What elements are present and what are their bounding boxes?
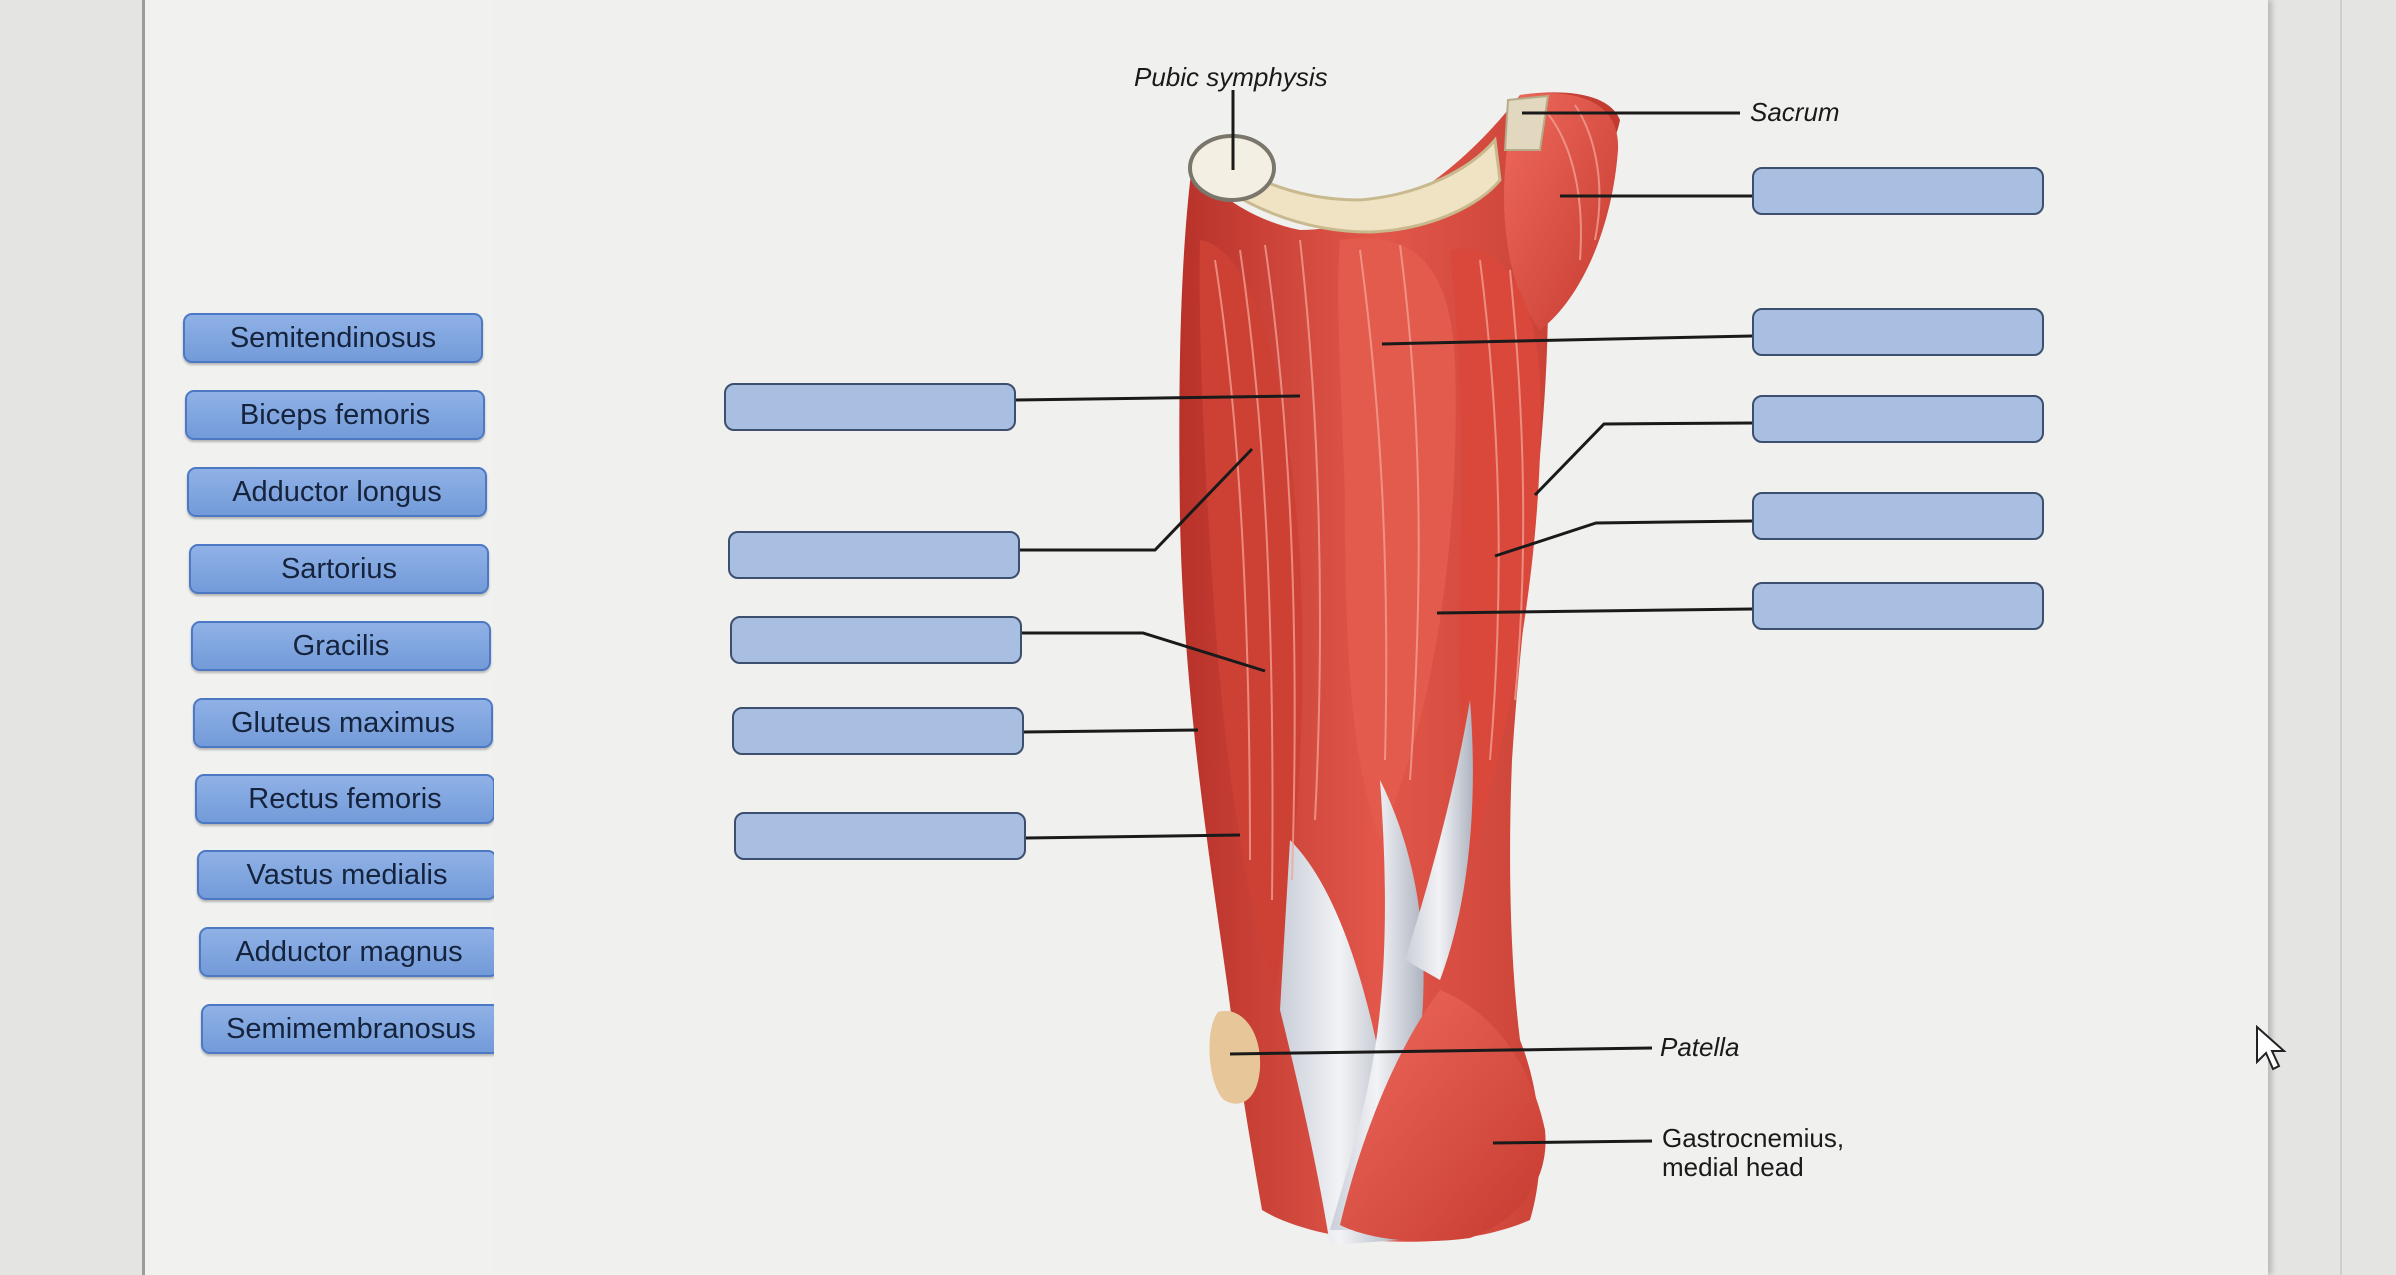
muscle-fibres <box>1214 104 1601 901</box>
sartorius-belly <box>1199 240 1303 990</box>
pelvis-bone <box>1189 136 1502 234</box>
label-chip-rectus-femoris[interactable]: Rectus femoris <box>195 774 495 824</box>
drop-target-left-5[interactable] <box>734 812 1026 860</box>
label-chip-gluteus-maximus[interactable]: Gluteus maximus <box>193 698 493 748</box>
drop-target-right-4[interactable] <box>1752 492 2044 540</box>
label-chip-vastus-medialis[interactable]: Vastus medialis <box>197 850 497 900</box>
tendon-band-3 <box>1405 700 1473 980</box>
drop-target-left-4[interactable] <box>732 707 1024 755</box>
drop-target-right-2[interactable] <box>1752 308 2044 356</box>
page-edge <box>2340 0 2342 1275</box>
gluteus-maximus-lobe <box>1504 93 1619 330</box>
label-chip-gracilis[interactable]: Gracilis <box>191 621 491 671</box>
drop-target-left-3[interactable] <box>730 616 1022 664</box>
drop-target-right-1[interactable] <box>1752 167 2044 215</box>
annotation-pubic-symphysis: Pubic symphysis <box>1134 62 1328 92</box>
drop-target-right-3[interactable] <box>1752 395 2044 443</box>
gracilis-belly <box>1338 238 1456 841</box>
label-chip-adductor-magnus[interactable]: Adductor magnus <box>199 927 499 977</box>
drop-target-left-1[interactable] <box>724 383 1016 431</box>
label-chip-sartorius[interactable]: Sartorius <box>189 544 489 594</box>
annotation-patella: Patella <box>1660 1032 1740 1062</box>
annotation-gastrocnemius: Gastrocnemius, medial head <box>1662 1123 1845 1182</box>
annotation-sacrum: Sacrum <box>1750 97 1840 127</box>
drop-target-right-5[interactable] <box>1752 582 2044 630</box>
label-chip-semitendinosus[interactable]: Semitendinosus <box>183 313 483 363</box>
sacrum-bone <box>1503 94 1550 151</box>
drop-target-left-2[interactable] <box>728 531 1020 579</box>
leader-lines <box>1015 90 1753 1145</box>
label-chip-biceps-femoris[interactable]: Biceps femoris <box>185 390 485 440</box>
label-chip-adductor-longus[interactable]: Adductor longus <box>187 467 487 517</box>
label-chip-semimembranosus[interactable]: Semimembranosus <box>201 1004 501 1054</box>
label-bank-list: Semitendinosus Biceps femoris Adductor l… <box>183 0 501 1275</box>
mouse-cursor-icon <box>2256 1024 2287 1071</box>
label-bank: Semitendinosus Biceps femoris Adductor l… <box>142 0 501 1275</box>
gastrocnemius <box>1340 990 1546 1242</box>
patella-bone <box>1209 1010 1261 1104</box>
